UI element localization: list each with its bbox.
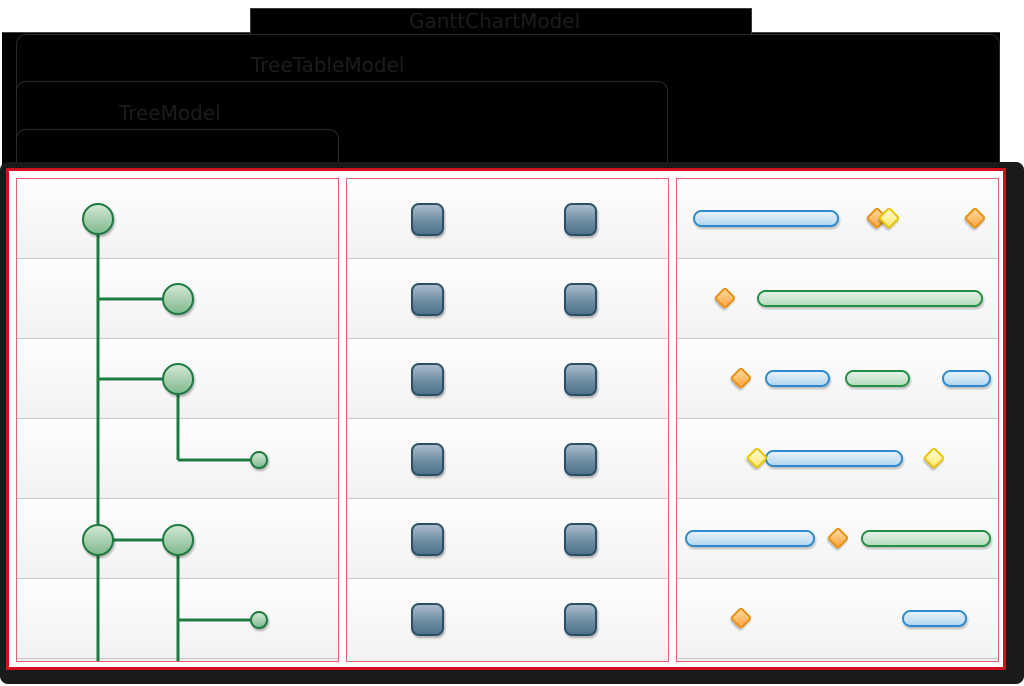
tree-model-frame: TreeModel: [16, 81, 668, 181]
gantt-chart-panel: [6, 168, 1006, 670]
task-bar-blue[interactable]: [693, 210, 839, 227]
tree-node-icon: [82, 524, 114, 556]
tree-column: [16, 178, 339, 662]
table-cell-icon: [564, 363, 597, 396]
task-bar-blue[interactable]: [942, 370, 991, 387]
task-bar-blue[interactable]: [685, 530, 815, 547]
tree-node-icon: [162, 363, 194, 395]
table-row: [347, 499, 668, 579]
tree-row: [17, 179, 338, 259]
table-cell-icon: [411, 523, 444, 556]
tree-leaf-icon: [250, 451, 268, 469]
table-row: [347, 419, 668, 499]
tree-leaf-icon: [250, 611, 268, 629]
tree-structure-graphic: [82, 203, 268, 661]
table-column: [346, 178, 669, 662]
tree-model-label: TreeModel: [119, 101, 221, 125]
gantt-chart-model-label-box: GanttChartModel: [250, 8, 752, 34]
gantt-column: [676, 178, 999, 662]
tree-node-icon: [82, 203, 114, 235]
table-cell-icon: [564, 203, 597, 236]
table-cell-icon: [411, 363, 444, 396]
table-cell-icon: [411, 283, 444, 316]
table-row: [347, 579, 668, 659]
tree-column-frame: [16, 129, 339, 189]
table-cell-icon: [411, 203, 444, 236]
table-cell-icon: [411, 443, 444, 476]
table-row: [347, 339, 668, 419]
table-cell-icon: [564, 603, 597, 636]
task-bar-green[interactable]: [845, 370, 910, 387]
table-cell-icon: [564, 443, 597, 476]
table-row: [347, 179, 668, 259]
tree-node-icon: [162, 283, 194, 315]
tree-table-model-label: TreeTableModel: [251, 53, 405, 77]
task-bar-blue[interactable]: [902, 610, 967, 627]
gantt-chart-model-label: GanttChartModel: [409, 9, 581, 33]
table-cell-icon: [564, 523, 597, 556]
table-row: [347, 259, 668, 339]
task-bar-blue[interactable]: [765, 370, 830, 387]
task-bar-green[interactable]: [861, 530, 991, 547]
task-bar-blue[interactable]: [765, 450, 903, 467]
table-cell-icon: [411, 603, 444, 636]
table-cell-icon: [564, 283, 597, 316]
task-bar-green[interactable]: [757, 290, 983, 307]
tree-node-icon: [162, 524, 194, 556]
